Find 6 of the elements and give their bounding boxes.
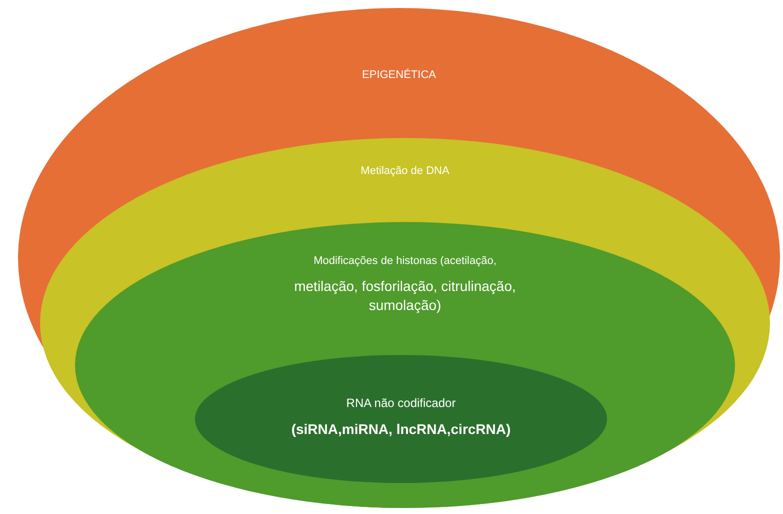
layer-label: metilação, fosforilação, citrulinação, sumolação): [293, 277, 517, 316]
layer-label: Metilação de DNA: [360, 164, 450, 179]
layer-label: (siRNA,miRNA, lncRNA,circRNA): [291, 420, 511, 439]
layer-label: Modificações de histonas (acetilação,: [314, 254, 496, 269]
layer-label: RNA não codificador: [346, 395, 456, 412]
layer-label: EPIGENÉTICA: [362, 68, 436, 83]
